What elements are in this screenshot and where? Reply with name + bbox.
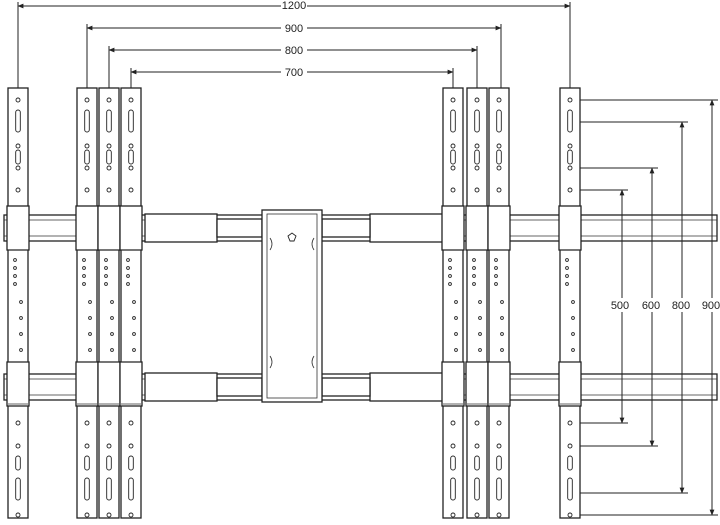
dimension-800-vertical-label: 800 [672,300,690,312]
dimension-700-label: 700 [285,67,303,79]
vertical-uprights [6,87,582,519]
horizontal-dimensions: 1200 900 800 700 [17,0,571,88]
upright-7 [487,87,511,519]
upright-4 [119,87,143,519]
upright-1 [6,87,30,519]
upright-5 [441,87,465,519]
left-bottom-arm [144,372,263,402]
upright-6 [465,87,489,519]
right-top-arm [321,213,445,243]
center-plate [261,209,323,403]
dimension-600-vertical-label: 600 [642,300,660,312]
dimension-500-vertical-label: 500 [611,300,629,312]
dimension-900-vertical-label: 900 [702,300,720,312]
vertical-dimensions: 900 800 600 500 [580,99,720,516]
upright-2 [75,87,99,519]
dimension-800-label: 800 [285,45,303,57]
dimension-1200-label: 1200 [282,0,306,12]
dimension-900-label: 900 [285,23,303,35]
upright-3 [97,87,121,519]
left-top-arm [144,213,263,243]
upright-8 [558,87,582,519]
